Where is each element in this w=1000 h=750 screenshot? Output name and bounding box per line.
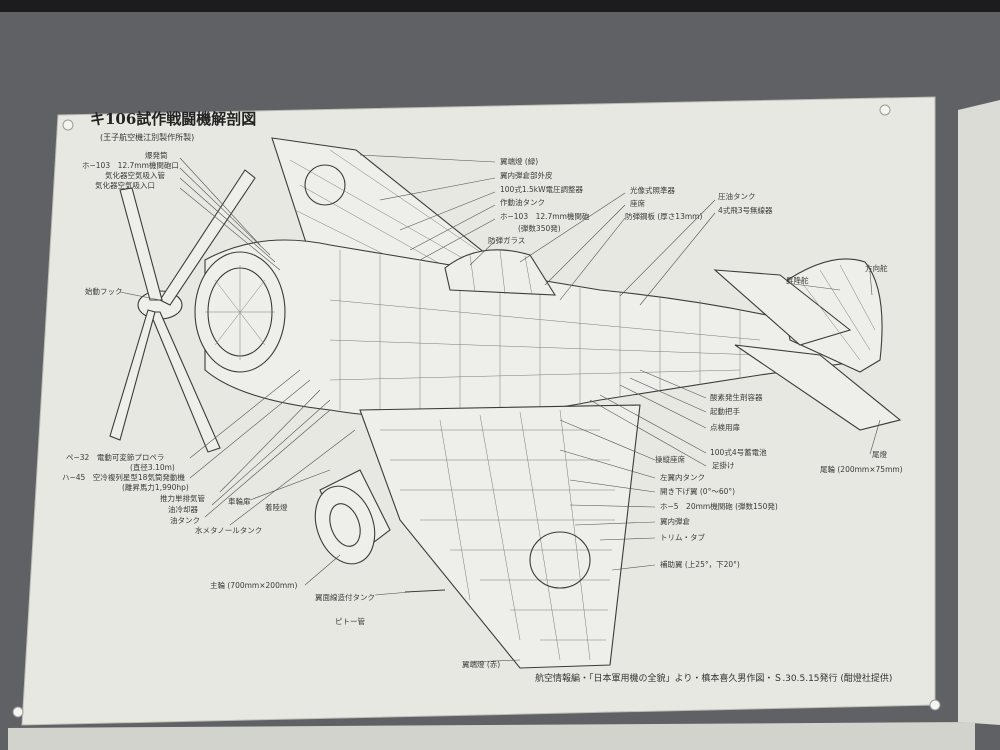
label-cannon: ホ−5 20mm機関砲 (弾数150発) <box>660 501 778 511</box>
pin-icon <box>12 706 24 718</box>
label-tail-wheel: 尾輪 (200mm×75mm) <box>820 464 903 474</box>
label-flap: 開き下げ翼 (0°〜60°) <box>660 487 735 496</box>
label-oxygen: 酸素発生剤容器 <box>710 392 763 402</box>
label-elevator: 昇降舵 <box>786 275 809 285</box>
label-engine: ハ−45 空冷複列星型18気筒発動機 <box>62 472 185 482</box>
diagram-credit: 航空情報編・「日本軍用機の全貌」より・槙本喜久男作図・Ｓ.30.5.15発行 (… <box>535 672 892 684</box>
label-rudder: 方向舵 <box>865 263 888 273</box>
label-generator: 100式1.5kW電圧調整器 <box>500 184 584 194</box>
label-oil-tank: 油タンク <box>170 515 200 525</box>
lower-board <box>8 722 975 750</box>
label-hyd-tank: 作動油タンク <box>500 197 545 207</box>
label-main-wheel: 主輪 (700mm×200mm) <box>210 580 297 590</box>
label-gun-port: ホ−103 12.7mm機関砲口 <box>82 160 179 170</box>
label-ammo-350: (弾数350発) <box>518 223 561 233</box>
label-sight: 光像式照準器 <box>630 185 675 195</box>
label-carb-intake: 気化器空気吸入管 <box>105 170 165 180</box>
label-bullet-glass: 防弾ガラス <box>488 235 525 245</box>
label-pressure-tank: 圧油タンク <box>718 191 756 201</box>
label-wing-lamp-red: 翼端燈 (赤) <box>462 659 500 669</box>
label-oil-cooler: 油冷却器 <box>168 504 198 514</box>
label-battery: 100式4号蓄電池 <box>710 447 767 457</box>
label-engine-hp: (離昇馬力1,990hp) <box>122 482 189 492</box>
label-wing-lamp-green: 翼端燈 (緑) <box>500 156 538 166</box>
label-tail-light: 尾燈 <box>872 449 887 459</box>
label-landing-light: 着陸燈 <box>265 502 288 512</box>
leader-lines <box>119 154 881 663</box>
label-aileron: 補助翼 (上25°，下20°) <box>660 559 740 569</box>
label-start-hook: 始動フック <box>85 286 123 296</box>
label-exhaust: 爆発筒 <box>145 150 168 160</box>
label-radio: 4式飛3号無線器 <box>718 205 773 215</box>
diagram-title: キ106試作戦闘機解剖図 <box>90 110 256 128</box>
label-wing-ammo: 翼内弾倉 <box>660 516 690 526</box>
label-water-meth: 水メタノールタンク <box>195 525 262 535</box>
diagram-subtitle: (王子航空機江別製作所製) <box>100 132 194 142</box>
label-gun-103: ホ−103 12.7mm機関砲 <box>500 211 590 221</box>
label-trim-tab: トリム・タブ <box>660 532 705 542</box>
label-drop-tank: 翼面線造付タンク <box>315 592 375 602</box>
label-prop-dia: (直径3.10m) <box>130 462 175 472</box>
label-pitot: ピトー管 <box>335 616 365 626</box>
neighbor-board-right <box>958 100 1000 725</box>
pin-icon <box>929 699 941 711</box>
label-ammo-cover: 翼内弾倉部外皮 <box>500 170 553 180</box>
label-wheel-well: 車輪扉 <box>228 496 251 506</box>
label-prop: ペ−32 電動可変節プロペラ <box>66 452 164 462</box>
label-inspect: 点検用扉 <box>710 422 740 432</box>
label-start-handle: 起動把手 <box>710 406 740 416</box>
pin-icon <box>62 119 74 131</box>
label-wing-tank-l: 左翼内タンク <box>660 472 705 482</box>
label-thrust-exhaust: 推力単排気管 <box>160 493 205 503</box>
aircraft-cutaway-illustration <box>109 137 902 669</box>
label-armor: 防弾鋼板 (厚さ13mm) <box>625 211 702 221</box>
pin-icon <box>879 104 891 116</box>
label-carb-inlet: 気化器空気吸入口 <box>95 180 155 190</box>
ceiling-shadow <box>0 0 1000 12</box>
label-cockpit-floor: 操縦座席 <box>655 454 685 464</box>
label-step: 足掛け <box>712 460 735 470</box>
label-seat: 座席 <box>630 198 645 208</box>
